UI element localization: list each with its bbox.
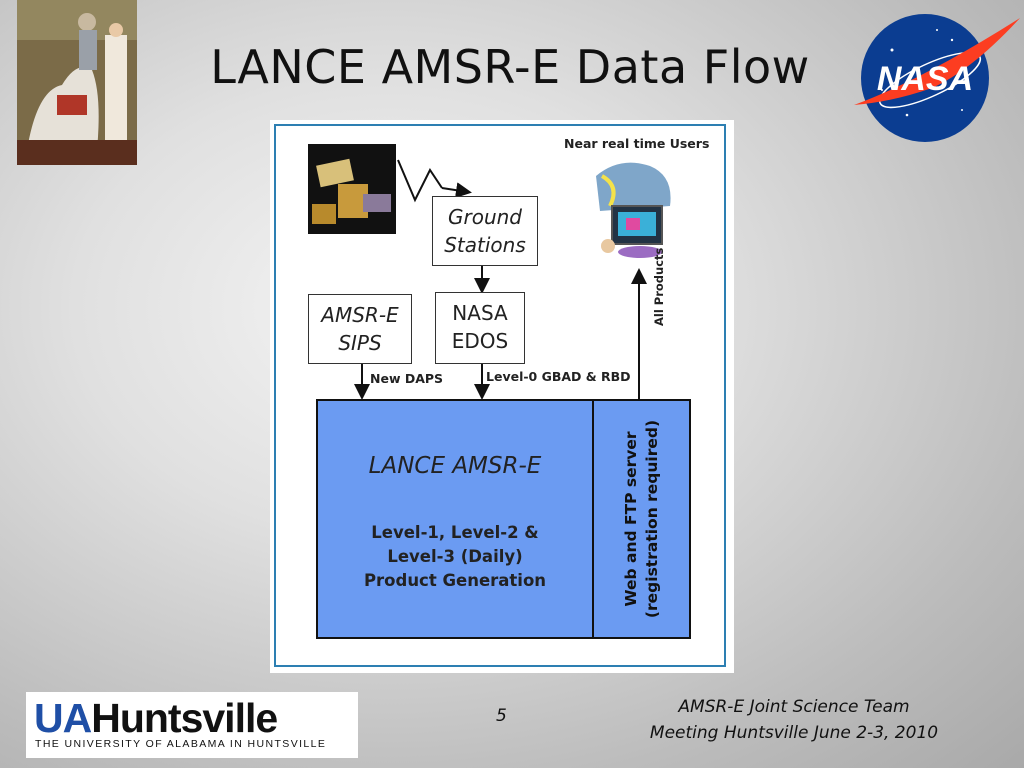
all-products-label: All Products	[652, 247, 666, 326]
nasa-edos-line2: EDOS	[451, 329, 509, 353]
satellite-icon	[308, 144, 396, 234]
users-icon	[590, 156, 680, 268]
diagram-frame	[274, 124, 726, 667]
uah-logo: UAHuntsville THE UNIVERSITY OF ALABAMA I…	[26, 692, 358, 758]
nasa-edos-line1: NASA	[452, 301, 508, 325]
uah-ua-text: UA	[34, 695, 92, 741]
new-daps-label: New DAPS	[370, 371, 444, 386]
ground-stations-line1: Ground	[447, 205, 522, 229]
diagram-connectors	[354, 159, 647, 400]
amsre-sips-box: AMSR-E SIPS	[308, 294, 412, 364]
lance-products-line3: Product Generation	[363, 571, 547, 590]
lance-products-line1: Level-1, Level-2 &	[371, 523, 539, 542]
footer-line2: Meeting Huntsville June 2-3, 2010	[649, 723, 939, 743]
footer-line1: AMSR-E Joint Science Team	[678, 697, 910, 717]
lance-title: LANCE AMSR-E	[368, 453, 542, 479]
nasa-logo: NASA	[852, 10, 1024, 146]
lance-products-text: Level-1, Level-2 & Level-3 (Daily) Produ…	[318, 521, 592, 593]
data-flow-diagram: Near real time Users Ground Stations AMS…	[270, 120, 734, 673]
uah-huntsville-text: Huntsville	[91, 695, 278, 741]
nasa-edos-box: NASA EDOS	[435, 292, 525, 364]
lance-amsre-box: LANCE AMSR-E Level-1, Level-2 & Level-3 …	[316, 399, 594, 639]
nasa-logo-text: NASA	[877, 60, 973, 98]
ground-stations-line2: Stations	[444, 233, 526, 257]
web-ftp-server-box: Web and FTP server (registration require…	[592, 399, 691, 639]
lance-products-line2: Level-3 (Daily)	[387, 547, 523, 566]
server-label-line2: (registration required)	[642, 419, 661, 619]
slide-title: LANCE AMSR-E Data Flow	[210, 40, 810, 94]
knight-painting-image	[17, 0, 137, 165]
amsre-sips-line1: AMSR-E	[321, 303, 399, 327]
ground-stations-box: Ground Stations	[432, 196, 538, 266]
near-real-time-users-label: Near real time Users	[564, 136, 710, 151]
page-number: 5	[496, 706, 507, 726]
server-label: Web and FTP server (registration require…	[621, 404, 663, 634]
uah-subtitle: THE UNIVERSITY OF ALABAMA IN HUNTSVILLE	[35, 738, 327, 750]
amsre-sips-line2: SIPS	[338, 331, 382, 355]
downlink-arrow-head	[441, 182, 472, 199]
downlink-arrow	[397, 159, 443, 203]
footer-text: AMSR-E Joint Science Team Meeting Huntsv…	[610, 694, 978, 746]
level0-label: Level-0 GBAD & RBD	[486, 369, 631, 384]
uah-wordmark: UAHuntsville	[34, 695, 278, 741]
server-label-line1: Web and FTP server	[621, 431, 640, 607]
